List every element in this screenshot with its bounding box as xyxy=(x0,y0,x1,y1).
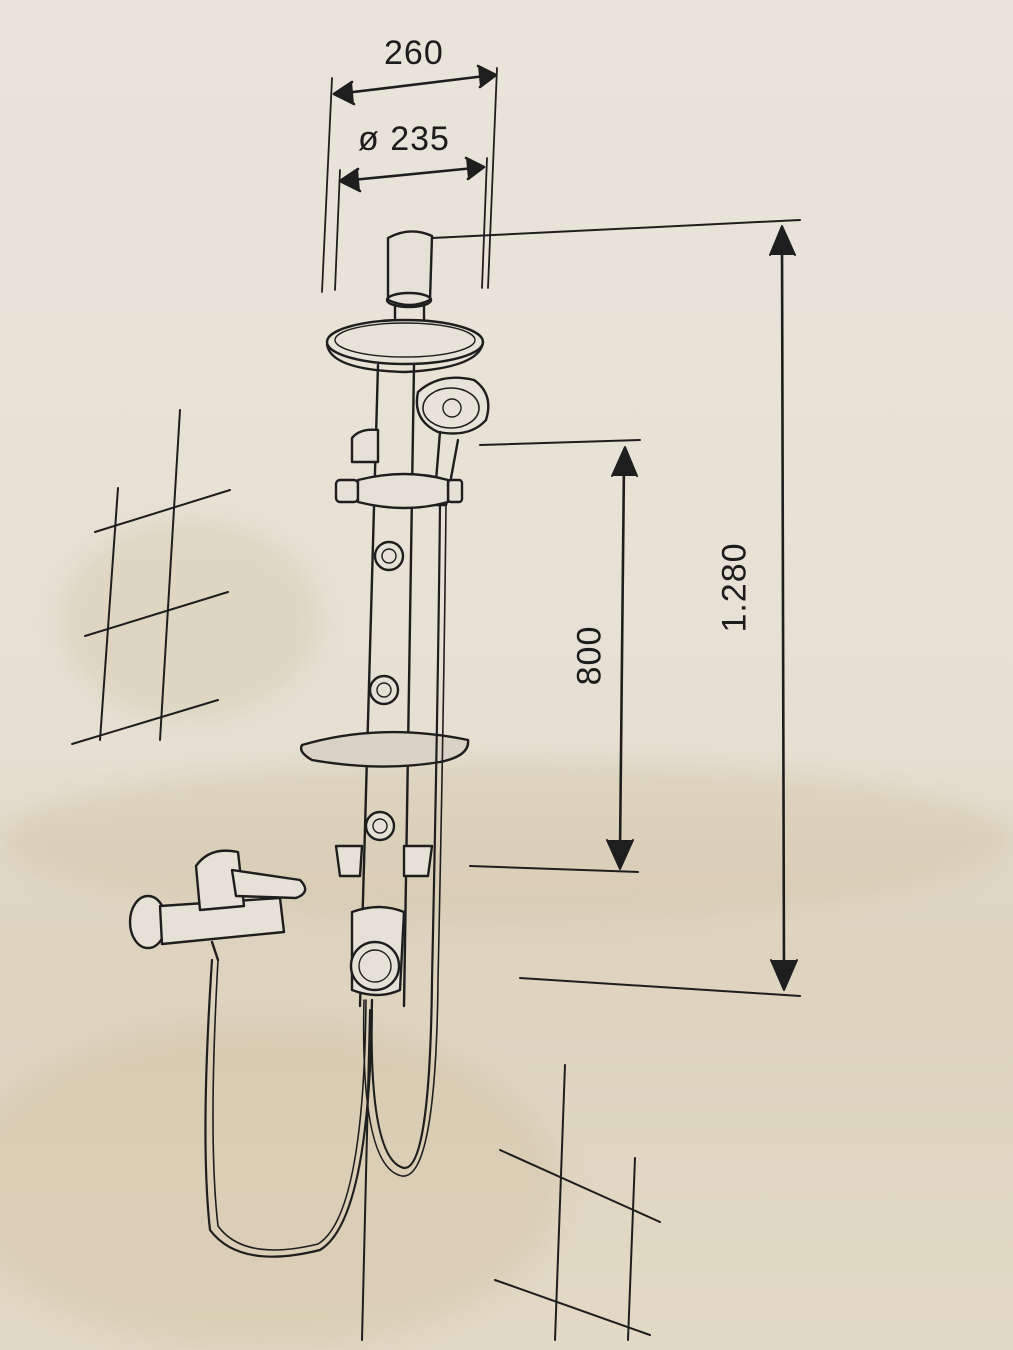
shower-column xyxy=(299,230,490,1177)
diameter-label: ø 235 xyxy=(358,120,450,158)
water-stain xyxy=(0,1020,560,1350)
water-stain xyxy=(0,760,1013,920)
width-dimension-arrow xyxy=(332,64,498,106)
segment-dimension xyxy=(469,439,641,873)
wall-tiles-left xyxy=(71,409,231,745)
dimension-extension-lines xyxy=(321,67,498,293)
wall-tiles-right xyxy=(494,1064,661,1341)
diameter-dimension-arrow xyxy=(338,156,486,193)
width-label: 260 xyxy=(384,34,444,72)
wall-mixer xyxy=(128,849,374,1258)
height-label: 1.280 xyxy=(715,542,754,633)
height-dimension xyxy=(431,219,801,997)
segment-label: 800 xyxy=(570,625,609,686)
